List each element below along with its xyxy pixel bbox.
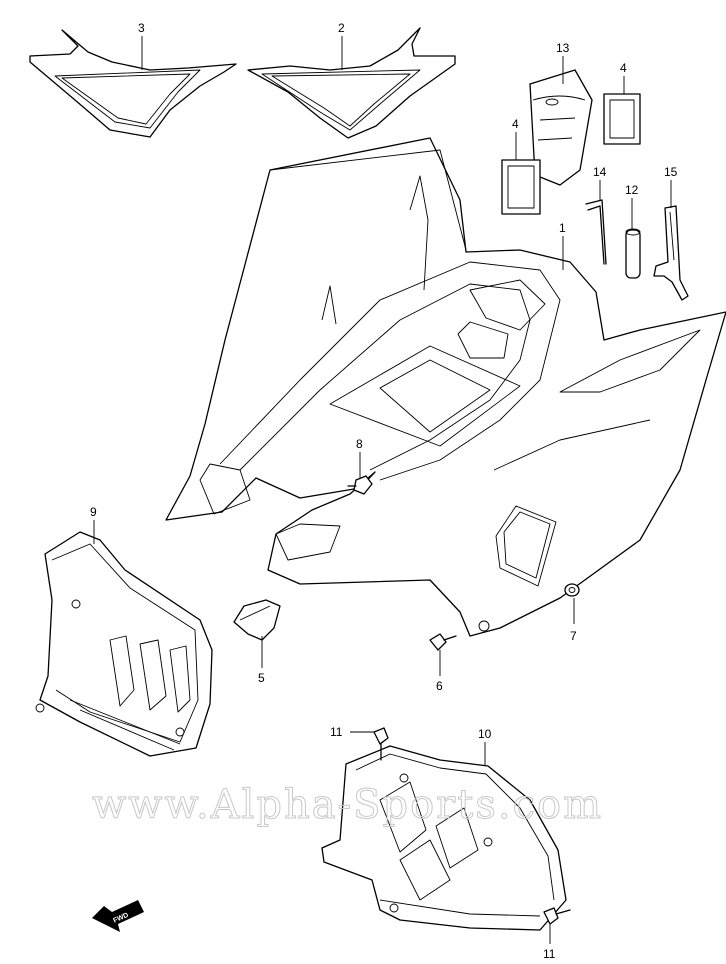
part-4-pad-lower	[501, 159, 541, 215]
part-6-screw	[429, 633, 457, 651]
part-2-decal-right	[247, 27, 456, 139]
callout-8: 8	[356, 437, 363, 451]
callout-14: 14	[593, 165, 607, 179]
callout-9: 9	[90, 505, 97, 519]
part-14-hex-wrench	[585, 199, 607, 265]
callout-2: 2	[338, 21, 345, 35]
callout-7: 7	[570, 629, 577, 643]
leader-lines	[93, 36, 672, 944]
part-15-spanner	[653, 205, 689, 301]
part-9-left-mud-guard	[35, 531, 213, 757]
callout-3: 3	[138, 21, 145, 35]
part-11-screw-upper	[373, 727, 389, 761]
callout-5: 5	[258, 671, 265, 685]
callout-4-lower: 4	[512, 117, 519, 131]
callout-6: 6	[436, 679, 443, 693]
part-4-pad-upper	[603, 93, 641, 145]
part-3-decal-left	[29, 29, 237, 138]
callout-11-lower: 11	[543, 947, 556, 961]
part-11-screw-lower	[543, 907, 571, 925]
part-10-right-mud-guard	[321, 745, 567, 931]
callout-15: 15	[664, 165, 678, 179]
part-1-rear-fender	[165, 137, 726, 637]
part-5-cap	[233, 599, 281, 641]
fwd-arrow-icon: FWD	[92, 900, 144, 932]
callout-13: 13	[556, 41, 570, 55]
part-12-tube	[625, 228, 641, 279]
callout-11-upper: 11	[330, 725, 343, 739]
watermark: www.Alpha-Sports.com	[92, 782, 603, 828]
callout-4-upper: 4	[620, 61, 627, 75]
part-8-bolt	[347, 475, 373, 495]
callout-1: 1	[559, 221, 566, 235]
callout-12: 12	[625, 183, 639, 197]
callout-10: 10	[478, 727, 492, 741]
part-7-grommet	[564, 583, 580, 597]
